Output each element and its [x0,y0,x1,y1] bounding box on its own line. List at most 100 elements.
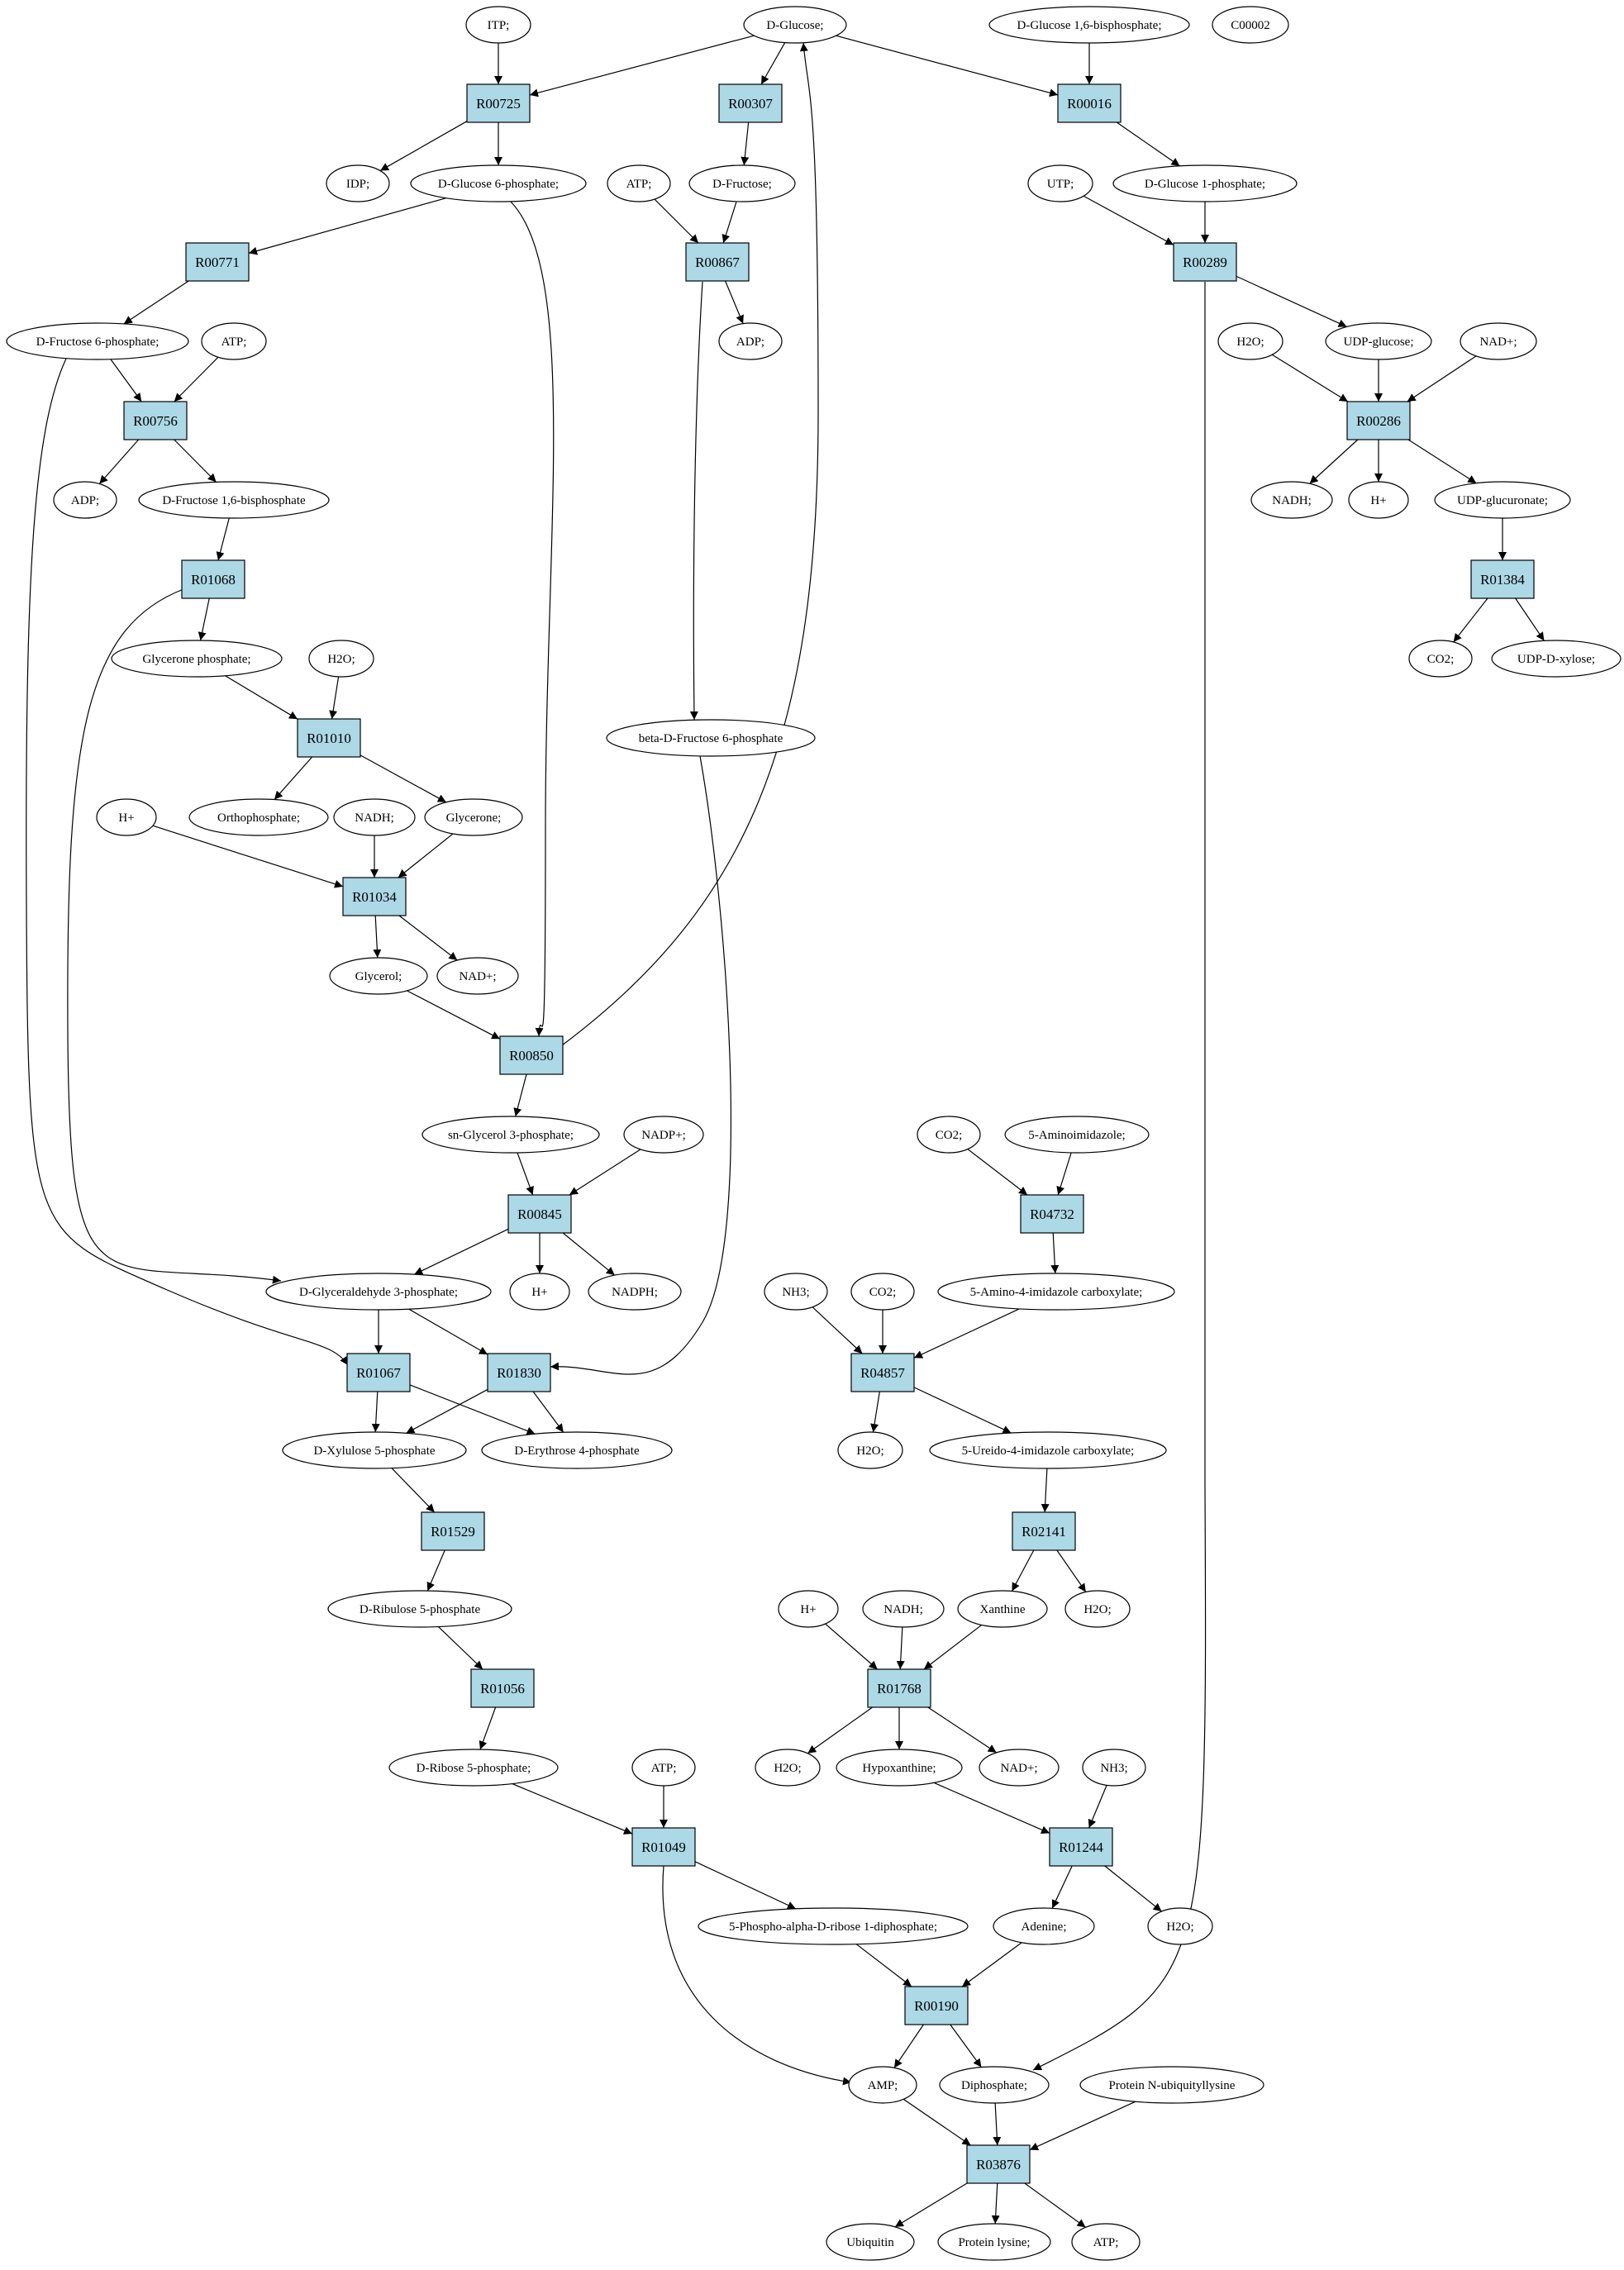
compound-atp4[interactable]: ATP; [1071,2223,1141,2261]
compound-label: H+ [118,811,134,825]
compound-bf6p[interactable]: beta-D-Fructose 6-phosphate [606,719,816,757]
compound-nh3a[interactable]: NH3; [764,1273,828,1311]
compound-air[interactable]: 5-Aminoimidazole; [1004,1116,1150,1154]
compound-nadh3[interactable]: NADH; [862,1590,945,1628]
compound-g6p[interactable]: D-Glucose 6-phosphate; [410,164,587,202]
compound-e4p[interactable]: D-Erythrose 4-phosphate [481,1431,673,1469]
edge-ga3p-to-r01830 [408,1308,488,1355]
reaction-r01768[interactable]: R01768 [867,1668,931,1708]
compound-hypox[interactable]: Hypoxanthine; [836,1749,963,1787]
reaction-r01244[interactable]: R01244 [1049,1827,1113,1867]
compound-udpglc[interactable]: UDP-glucose; [1325,322,1432,360]
compound-h2o4[interactable]: H2O; [1064,1590,1131,1628]
compound-adenine[interactable]: Adenine; [993,1907,1095,1945]
compound-f16bp[interactable]: D-Fructose 1,6-bisphosphate [138,481,330,519]
compound-atp1[interactable]: ATP; [607,164,671,202]
compound-f6p[interactable]: D-Fructose 6-phosphate; [6,322,189,360]
node-layer: ITP; D-Glucose; D-Glucose 1,6-bisphosphate… [6,6,1622,2261]
compound-label: D-Glucose 1-phosphate; [1145,178,1265,191]
compound-g16bp[interactable]: D-Glucose 1,6-bisphosphate; [988,6,1190,44]
compound-pubk[interactable]: Protein N-ubiquityllysine [1079,2066,1264,2104]
compound-h4[interactable]: H+ [778,1590,839,1628]
compound-h3[interactable]: H+ [509,1273,570,1311]
compound-nadph[interactable]: NADPH; [588,1273,682,1311]
compound-glycerol[interactable]: Glycerol; [329,957,428,995]
compound-plys[interactable]: Protein lysine; [937,2223,1051,2261]
reaction-r00286[interactable]: R00286 [1346,401,1411,440]
compound-uic[interactable]: 5-Ureido-4-imidazole carboxylate; [929,1431,1167,1469]
compound-nad2[interactable]: NAD+; [436,957,519,995]
compound-c00002[interactable]: C00002 [1212,6,1289,44]
compound-xanthine[interactable]: Xanthine [957,1590,1048,1628]
reaction-r00307[interactable]: R00307 [718,83,783,123]
reaction-r04732[interactable]: R04732 [1020,1194,1084,1234]
compound-gp[interactable]: Glycerone phosphate; [111,640,283,678]
compound-adp2[interactable]: ADP; [53,481,117,519]
compound-h2o2[interactable]: H2O; [308,640,374,678]
compound-hplus2[interactable]: H+ [96,798,157,836]
reaction-r01068[interactable]: R01068 [181,559,245,599]
reaction-r00850[interactable]: R00850 [499,1035,564,1075]
compound-ubq[interactable]: Ubiquitin [826,2223,915,2261]
reaction-r02141[interactable]: R02141 [1012,1511,1076,1551]
reaction-r00289[interactable]: R00289 [1173,242,1237,282]
compound-co2c[interactable]: CO2; [850,1273,915,1311]
compound-co2b[interactable]: CO2; [917,1116,981,1154]
reaction-r01049[interactable]: R01049 [631,1827,696,1867]
reaction-r01034[interactable]: R01034 [342,877,407,916]
reaction-r03876[interactable]: R03876 [966,2144,1031,2184]
compound-pi[interactable]: Orthophosphate; [188,798,329,836]
compound-ellipse [509,1273,570,1311]
compound-aic[interactable]: 5-Amino-4-imidazole carboxylate; [937,1273,1175,1311]
reaction-r01384[interactable]: R01384 [1470,559,1535,599]
compound-itp[interactable]: ITP; [465,6,531,44]
compound-h2o1[interactable]: H2O; [1217,322,1283,360]
reaction-r00867[interactable]: R00867 [685,242,750,282]
compound-h1[interactable]: H+ [1348,481,1409,519]
compound-nadh1[interactable]: NADH; [1250,481,1333,519]
reaction-r01529[interactable]: R01529 [421,1511,485,1551]
compound-utp[interactable]: UTP; [1027,164,1093,202]
compound-glucose[interactable]: D-Glucose; [743,6,847,44]
compound-glycerone[interactable]: Glycerone; [424,798,523,836]
compound-nh3b[interactable]: NH3; [1082,1749,1146,1787]
reaction-r01010[interactable]: R01010 [297,718,361,758]
compound-atp3[interactable]: ATP; [631,1749,696,1787]
compound-co2a[interactable]: CO2; [1408,640,1473,678]
compound-x5p[interactable]: D-Xylulose 5-phosphate [282,1431,467,1469]
reaction-r01067[interactable]: R01067 [346,1353,411,1392]
compound-adp1[interactable]: ADP; [718,322,783,360]
compound-prpp[interactable]: 5-Phospho-alpha-D-ribose 1-diphosphate; [698,1907,969,1945]
compound-atp2[interactable]: ATP; [201,322,267,360]
reaction-r00016[interactable]: R00016 [1057,83,1122,123]
compound-ru5p[interactable]: D-Ribulose 5-phosphate [327,1590,512,1628]
compound-h2o5[interactable]: H2O; [755,1749,821,1787]
compound-h2o6[interactable]: H2O; [1147,1907,1213,1945]
compound-ppi[interactable]: Diphosphate; [939,2066,1050,2104]
reaction-r00725[interactable]: R00725 [466,83,531,123]
compound-idp[interactable]: IDP; [326,164,390,202]
compound-udpxyl[interactable]: UDP-D-xylose; [1491,640,1622,678]
compound-ga3p[interactable]: D-Glyceraldehyde 3-phosphate; [265,1273,492,1311]
compound-fructose[interactable]: D-Fructose; [688,164,796,202]
compound-udpgla[interactable]: UDP-glucuronate; [1434,481,1571,519]
compound-g3p[interactable]: sn-Glycerol 3-phosphate; [421,1116,600,1154]
compound-nad3[interactable]: NAD+; [979,1749,1060,1787]
reaction-r00771[interactable]: R00771 [185,242,250,282]
compound-nadp[interactable]: NADP+; [623,1116,704,1154]
compound-ellipse [606,719,816,757]
compound-g1p[interactable]: D-Glucose 1-phosphate; [1112,164,1298,202]
edge-nh3a-to-r04857 [812,1306,863,1354]
reaction-r01056[interactable]: R01056 [470,1668,535,1708]
reaction-r01830[interactable]: R01830 [487,1353,551,1392]
reaction-r00756[interactable]: R00756 [123,401,188,440]
reaction-r00190[interactable]: R00190 [904,1986,969,2025]
compound-r5p[interactable]: D-Ribose 5-phosphate; [388,1749,559,1787]
compound-amp[interactable]: AMP; [848,2066,917,2104]
compound-label: Hypoxanthine; [862,1762,936,1775]
reaction-r04857[interactable]: R04857 [850,1353,915,1392]
reaction-r00845[interactable]: R00845 [507,1194,572,1234]
compound-nad1[interactable]: NAD+; [1460,322,1537,360]
compound-h2o3[interactable]: H2O; [837,1431,903,1469]
compound-nadh2[interactable]: NADH; [333,798,416,836]
